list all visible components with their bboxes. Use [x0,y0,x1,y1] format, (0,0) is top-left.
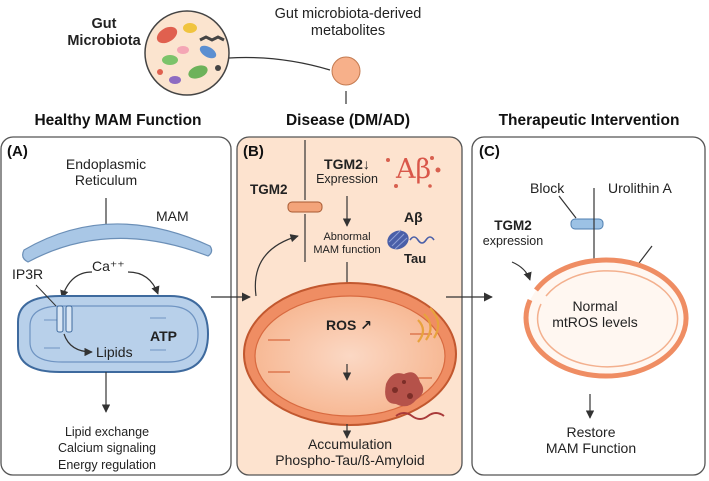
metabolite-circle [331,56,361,86]
ca-arrow-left [60,271,93,299]
ros-up-arrow: ↗ [360,317,372,333]
tau-label: Tau [404,251,427,266]
output-lipid-exchange: Lipid exchange [64,425,150,439]
restore-label: Restore MAM Function [536,424,646,456]
tgm2-expression-b: TGM2↓ Expression [306,156,388,186]
er-label-line2: Reticulum [74,172,138,189]
panel-b-letter: (B) [243,143,264,160]
normal-mtros-label: Normal mtROS levels [540,298,650,330]
abnormal-line2: MAM function [313,243,381,256]
header-healthy: Healthy MAM Function [34,112,202,129]
accumulation-line1: Accumulation [307,436,393,452]
ca-arrow-right [127,271,160,295]
er-membrane [22,223,213,263]
metabolites-label: Gut microbiota-derived metabolites [248,6,448,39]
urolithin-label: Urolithin A [608,180,672,196]
feedback-arrow-b [254,234,299,297]
mam-label: MAM [156,208,189,224]
tgm2-expression-arrow-c [511,261,532,281]
lipids-arrow [63,333,93,357]
abnormal-line1: Abnormal [323,231,371,243]
accumulation-line2: Phospho-Tau/ß-Amyloid [275,452,425,469]
lipids-label: Lipids [96,344,133,360]
tau-tangle-icon [387,229,435,250]
abeta-dots [386,156,441,188]
amyloid-plaque [385,372,424,407]
abeta-small-label: Aβ [404,209,423,225]
output-calcium-signaling: Calcium signaling [58,441,156,456]
expression-label-b: Expression [316,172,378,187]
expression-label-c: expression [482,233,544,248]
mitochondrion-disease [243,282,457,426]
microbiota-label-line2: Microbiota [67,32,141,49]
ip3r-pointer [35,284,57,307]
metabolites-label-line2: metabolites [310,22,386,39]
tau-fibrils [417,307,440,343]
abnormal-mam-label: Abnormal MAM function [296,231,398,256]
ros-text: ROS [326,317,357,333]
normal-line2: mtROS levels [552,314,638,331]
er-label: Endoplasmic Reticulum [50,156,162,188]
er-label-line1: Endoplasmic [65,156,147,172]
tau-strand [395,412,445,420]
ca-label: Ca⁺⁺ [92,258,125,274]
atp-label: ATP [150,328,177,344]
header-disease: Disease (DM/AD) [285,112,411,129]
abeta-large-label: Aβ [396,154,432,185]
tgm2-expression-c: TGM2 expression [478,218,548,248]
ip3r-label: IP3R [12,266,44,282]
block-pointer [558,195,577,219]
tgm2-bar-b [287,201,323,213]
header-therapeutic: Therapeutic Intervention [498,112,680,129]
restore-line2: MAM Function [545,440,637,457]
microbiota-to-metabolite-line [228,56,331,71]
accumulation-label: Accumulation Phospho-Tau/ß-Amyloid [250,436,450,468]
metabolites-label-line1: Gut microbiota-derived [274,6,422,22]
tgm2-label-b: TGM2 [250,182,288,197]
block-label: Block [530,180,565,196]
microbiota-circle [144,10,230,96]
restore-line1: Restore [566,424,616,440]
ros-label: ROS ↗ [326,317,372,333]
mitochondrion-restored [523,257,689,379]
mitochondrion-healthy [17,295,210,373]
microbiota-label-line1: Gut [91,16,117,32]
normal-line1: Normal [572,298,618,314]
ip3r-channel [56,305,73,333]
tgm2-down-label: TGM2↓ [324,156,370,172]
panel-a-letter: (A) [7,143,28,160]
microbiota-label: Gut Microbiota [62,16,146,49]
panel-c-letter: (C) [479,143,500,160]
block-bar [570,218,604,230]
tgm2-label-c: TGM2 [494,218,532,233]
panel-a-output: Lipid exchange Calcium signaling Energy … [14,424,200,473]
output-energy-regulation: Energy regulation [58,457,156,472]
